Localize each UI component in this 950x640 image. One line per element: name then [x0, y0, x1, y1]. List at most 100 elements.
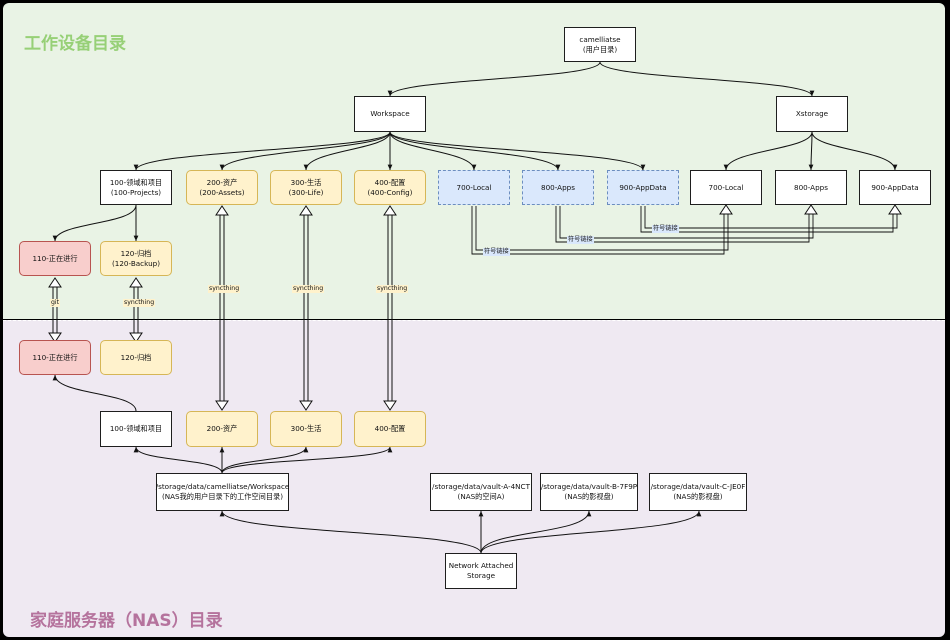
edge-nas-workspace: [219, 510, 482, 554]
xs-800-label: 800-Apps: [794, 182, 828, 192]
ws-900-node[interactable]: 900-AppData: [607, 170, 679, 205]
sync-arrow-400-top: [383, 205, 397, 216]
symlink-900-line: [640, 206, 898, 233]
edge-ws-200: [219, 131, 391, 171]
vault-a-sublabel: (NAS的空间A): [457, 492, 505, 501]
edge-ws-900: [389, 131, 646, 171]
symlink-700-arrow: [719, 204, 733, 215]
vault-c-sublabel: (NAS的影视盘): [673, 492, 723, 501]
nas-workspace-node[interactable]: /storage/data/camelliatse/Workspace(NAS我…: [156, 473, 289, 511]
symlink-700-line: [471, 206, 729, 255]
vault-a-label: /storage/data/vault-A-4NCT: [432, 482, 530, 491]
ws-700-node[interactable]: 700-Local: [438, 170, 510, 205]
edge-ws-800: [389, 131, 561, 171]
ws-700-label: 700-Local: [456, 182, 492, 192]
sync-arrow-120-bottom: [129, 332, 143, 343]
sync-line-110: [52, 286, 58, 334]
nas-120-label: 120-归档: [120, 352, 152, 362]
workspace-node-label: Workspace: [370, 109, 410, 118]
ws-300-node[interactable]: 300-生活(300-Life): [270, 170, 342, 205]
nas-workspace-sublabel: (NAS我的用户目录下的工作空间目录): [161, 492, 284, 501]
vault-c-node[interactable]: /storage/data/vault-C-JE0F(NAS的影视盘): [649, 473, 747, 511]
ws-400-label: 400-配置: [374, 177, 406, 187]
top-120-sublabel: (120-Backup): [111, 258, 160, 268]
ws-100-node[interactable]: 100-领域和项目(100-Projects): [100, 170, 172, 205]
symlink-900-arrow: [888, 204, 902, 215]
sync-arrow-200-top: [215, 205, 229, 216]
sync-arrow-300-bottom: [299, 400, 313, 411]
sync-arrow-300-top: [299, 205, 313, 216]
nas-sublabel: Storage: [466, 571, 496, 580]
nas-400-node[interactable]: 400-配置: [354, 411, 426, 447]
sync-arrow-110-bottom: [48, 332, 62, 343]
top-120-node[interactable]: 120-归档(120-Backup): [100, 241, 172, 276]
sync-arrow-120-top: [129, 277, 143, 288]
syncthing-300-label: syncthing: [292, 285, 325, 293]
git-label: git: [50, 299, 61, 307]
edge-xs-900: [811, 131, 898, 171]
edge-xs-700: [723, 131, 813, 171]
xs-800-node[interactable]: 800-Apps: [775, 170, 847, 205]
sync-arrow-400-bottom: [383, 400, 397, 411]
edge-nas100-nas110: [52, 374, 137, 412]
sync-arrow-110-top: [48, 277, 62, 288]
xs-900-node[interactable]: 900-AppData: [859, 170, 931, 205]
nas-label: Network Attached: [448, 561, 514, 570]
vault-b-sublabel: (NAS的影视盘): [564, 492, 614, 501]
edge-nasws-300: [221, 446, 309, 474]
edge-nasws-100: [133, 446, 223, 474]
xs-900-label: 900-AppData: [871, 182, 919, 192]
edge-ws-700: [389, 131, 477, 171]
top-110-label: 110-正在进行: [32, 253, 78, 263]
nas-200-node[interactable]: 200-资产: [186, 411, 258, 447]
work-device-region-title: 工作设备目录: [24, 34, 126, 54]
ws-200-label: 200-资产: [206, 177, 238, 187]
nas-300-node[interactable]: 300-生活: [270, 411, 342, 447]
xstorage-node-label: Xstorage: [795, 109, 829, 118]
sync-line-300: [303, 215, 309, 401]
symlink-900-label: 符号链接: [652, 225, 679, 233]
vault-b-node[interactable]: /storage/data/vault-B-7F9P(NAS的影视盘): [540, 473, 638, 511]
edge-root-xstorage: [599, 61, 815, 97]
nas-110-label: 110-正在进行: [32, 352, 78, 362]
xs-700-label: 700-Local: [708, 182, 744, 192]
edge-nasws-400: [221, 446, 393, 474]
top-120-label: 120-归档: [120, 248, 152, 258]
xstorage-node[interactable]: Xstorage: [776, 96, 848, 132]
root-node-label: camelliatse: [579, 34, 621, 44]
xs-700-node[interactable]: 700-Local: [690, 170, 762, 205]
symlink-800-arrow: [804, 204, 818, 215]
ws-800-label: 800-Apps: [541, 182, 575, 192]
edge-nas-vault-b: [480, 510, 592, 554]
root-node-sublabel: (用户目录): [582, 44, 618, 54]
workspace-node[interactable]: Workspace: [354, 96, 426, 132]
nas-200-label: 200-资产: [206, 424, 238, 433]
root-node[interactable]: camelliatse(用户目录): [564, 27, 636, 62]
nas-120-node[interactable]: 120-归档: [100, 340, 172, 375]
nas-110-node[interactable]: 110-正在进行: [19, 340, 91, 375]
vault-b-label: /storage/data/vault-B-7F9P: [540, 482, 638, 491]
ws-300-label: 300-生活: [290, 177, 322, 187]
syncthing-400-label: syncthing: [376, 285, 409, 293]
ws-400-node[interactable]: 400-配置(400-Config): [354, 170, 426, 205]
ws-800-node[interactable]: 800-Apps: [522, 170, 594, 205]
sync-line-400: [387, 215, 393, 401]
edge-xs-800: [808, 131, 814, 171]
sync-line-200: [219, 215, 225, 401]
top-110-node[interactable]: 110-正在进行: [19, 241, 91, 276]
sync-line-120: [133, 286, 139, 334]
ws-400-sublabel: (400-Config): [367, 187, 413, 197]
ws-100-sublabel: (100-Projects): [110, 187, 162, 197]
vault-a-node[interactable]: /storage/data/vault-A-4NCT(NAS的空间A): [430, 473, 532, 511]
ws-900-label: 900-AppData: [619, 182, 667, 192]
sync-arrow-200-bottom: [215, 400, 229, 411]
symlink-800-label: 符号链接: [567, 236, 594, 244]
nas-region-title: 家庭服务器（NAS）目录: [30, 611, 223, 631]
nas-100-node[interactable]: 100-领域和项目: [100, 411, 172, 447]
edge-ws-300: [303, 131, 391, 171]
ws-200-node[interactable]: 200-资产(200-Assets): [186, 170, 258, 205]
syncthing-120-label: syncthing: [123, 299, 156, 307]
